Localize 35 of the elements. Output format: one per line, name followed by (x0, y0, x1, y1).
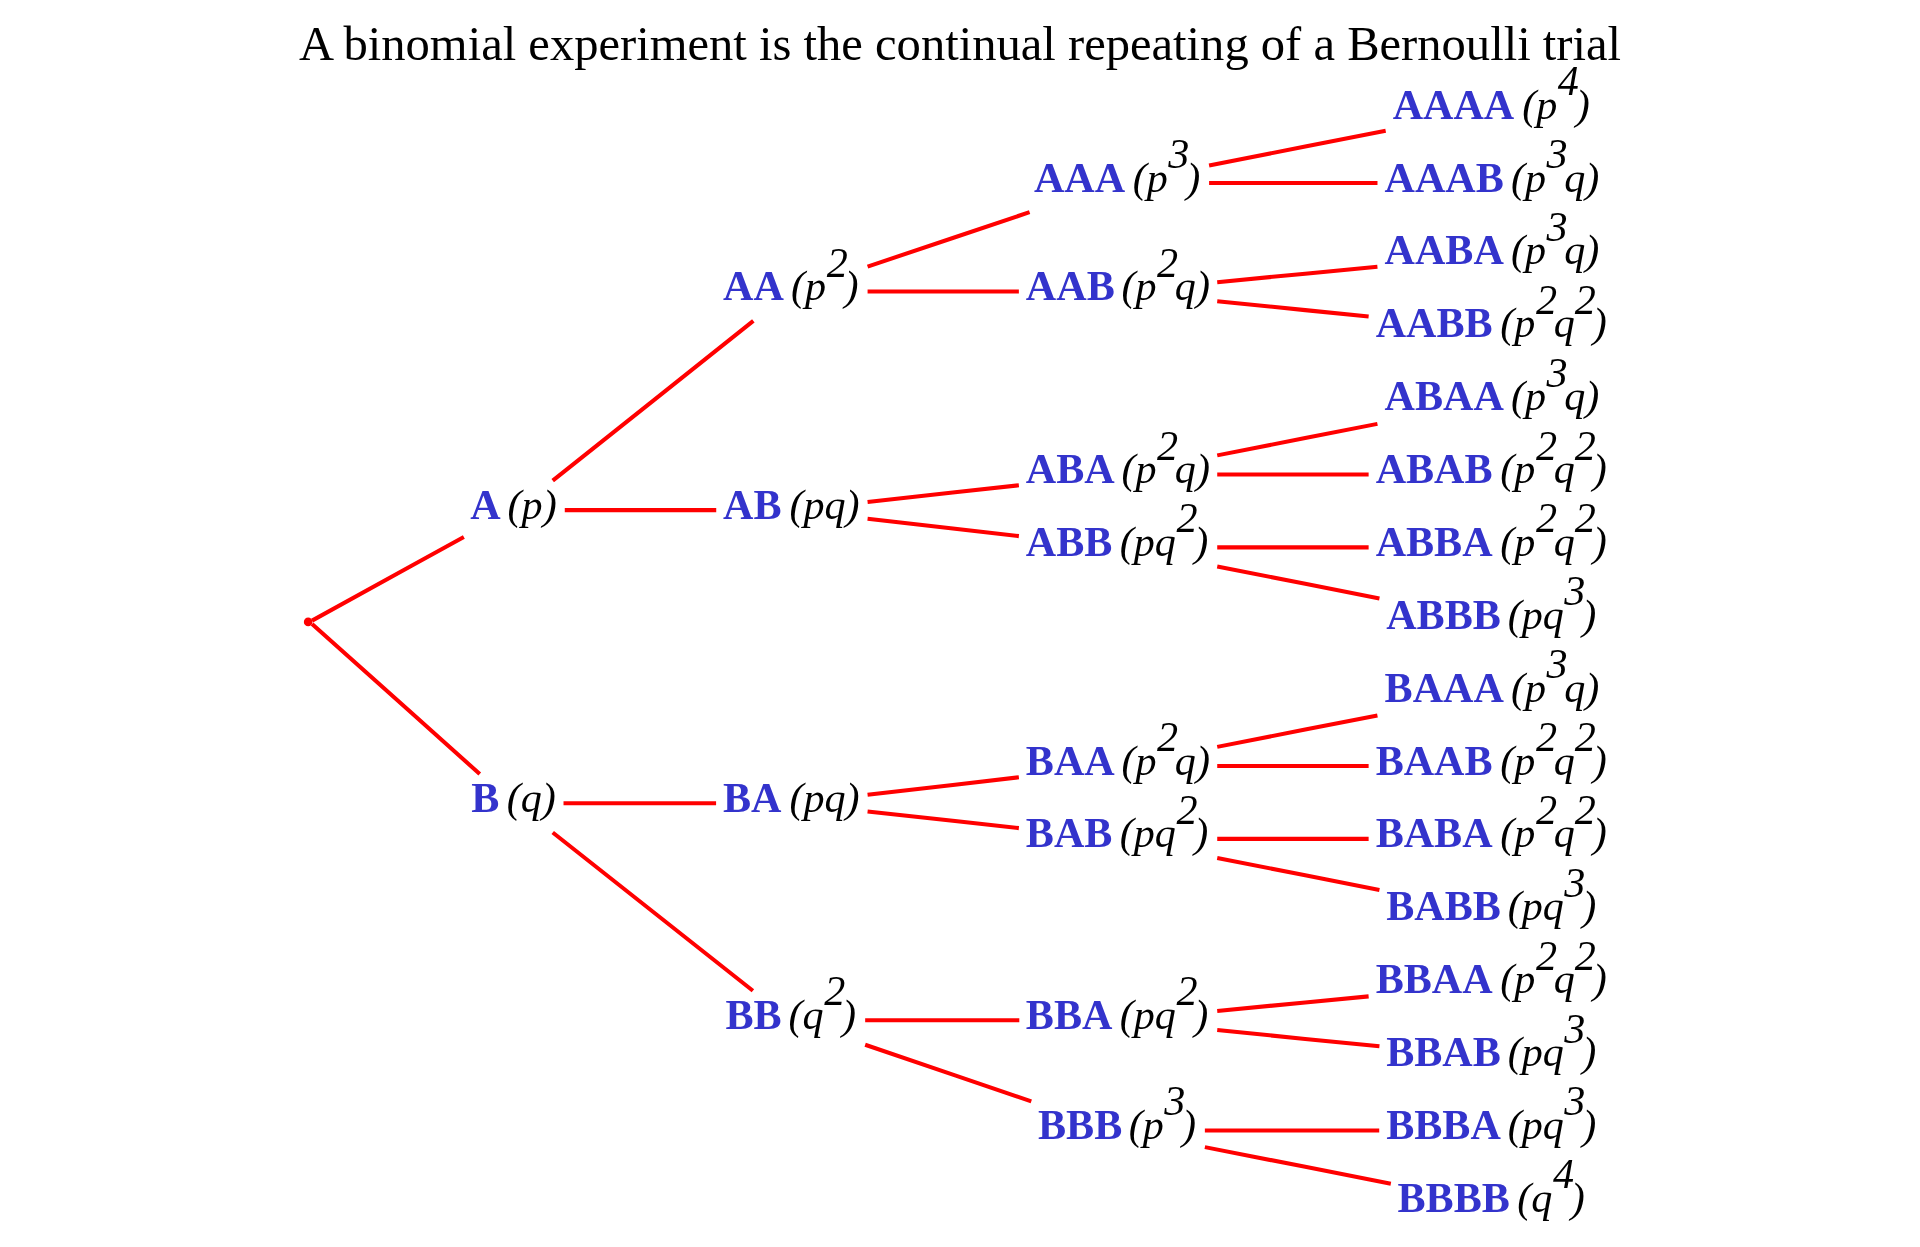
node-text: A (p) (470, 480, 557, 528)
connector (864, 1042, 1032, 1104)
connector (1209, 180, 1378, 186)
connector (866, 210, 1031, 269)
connector (1217, 299, 1369, 319)
connector (1216, 564, 1380, 601)
node-point (303, 617, 313, 627)
connector (564, 508, 717, 513)
connector (1204, 1145, 1392, 1186)
node-text: BA (pq) (723, 773, 860, 821)
node-text: B (q) (471, 773, 556, 821)
connector (551, 830, 755, 993)
connector (1217, 264, 1378, 285)
connector (1216, 856, 1380, 892)
connector (1217, 764, 1369, 769)
connector (867, 809, 1020, 831)
connector (867, 289, 1019, 294)
connector (867, 483, 1020, 504)
connector (1217, 1028, 1380, 1049)
connector (867, 516, 1020, 539)
node-text: AB (pq) (723, 480, 860, 528)
connector (1216, 421, 1378, 458)
connector (1217, 836, 1369, 841)
connector (867, 775, 1020, 797)
connector (563, 801, 717, 806)
connector (311, 535, 465, 623)
connector (865, 1018, 1020, 1023)
connector (1217, 472, 1369, 477)
connector (1217, 545, 1369, 550)
connector (1204, 1128, 1380, 1133)
connector (1208, 128, 1387, 168)
connector (551, 319, 755, 483)
connector (310, 622, 482, 776)
connector (1216, 713, 1378, 749)
connector (1217, 994, 1369, 1013)
